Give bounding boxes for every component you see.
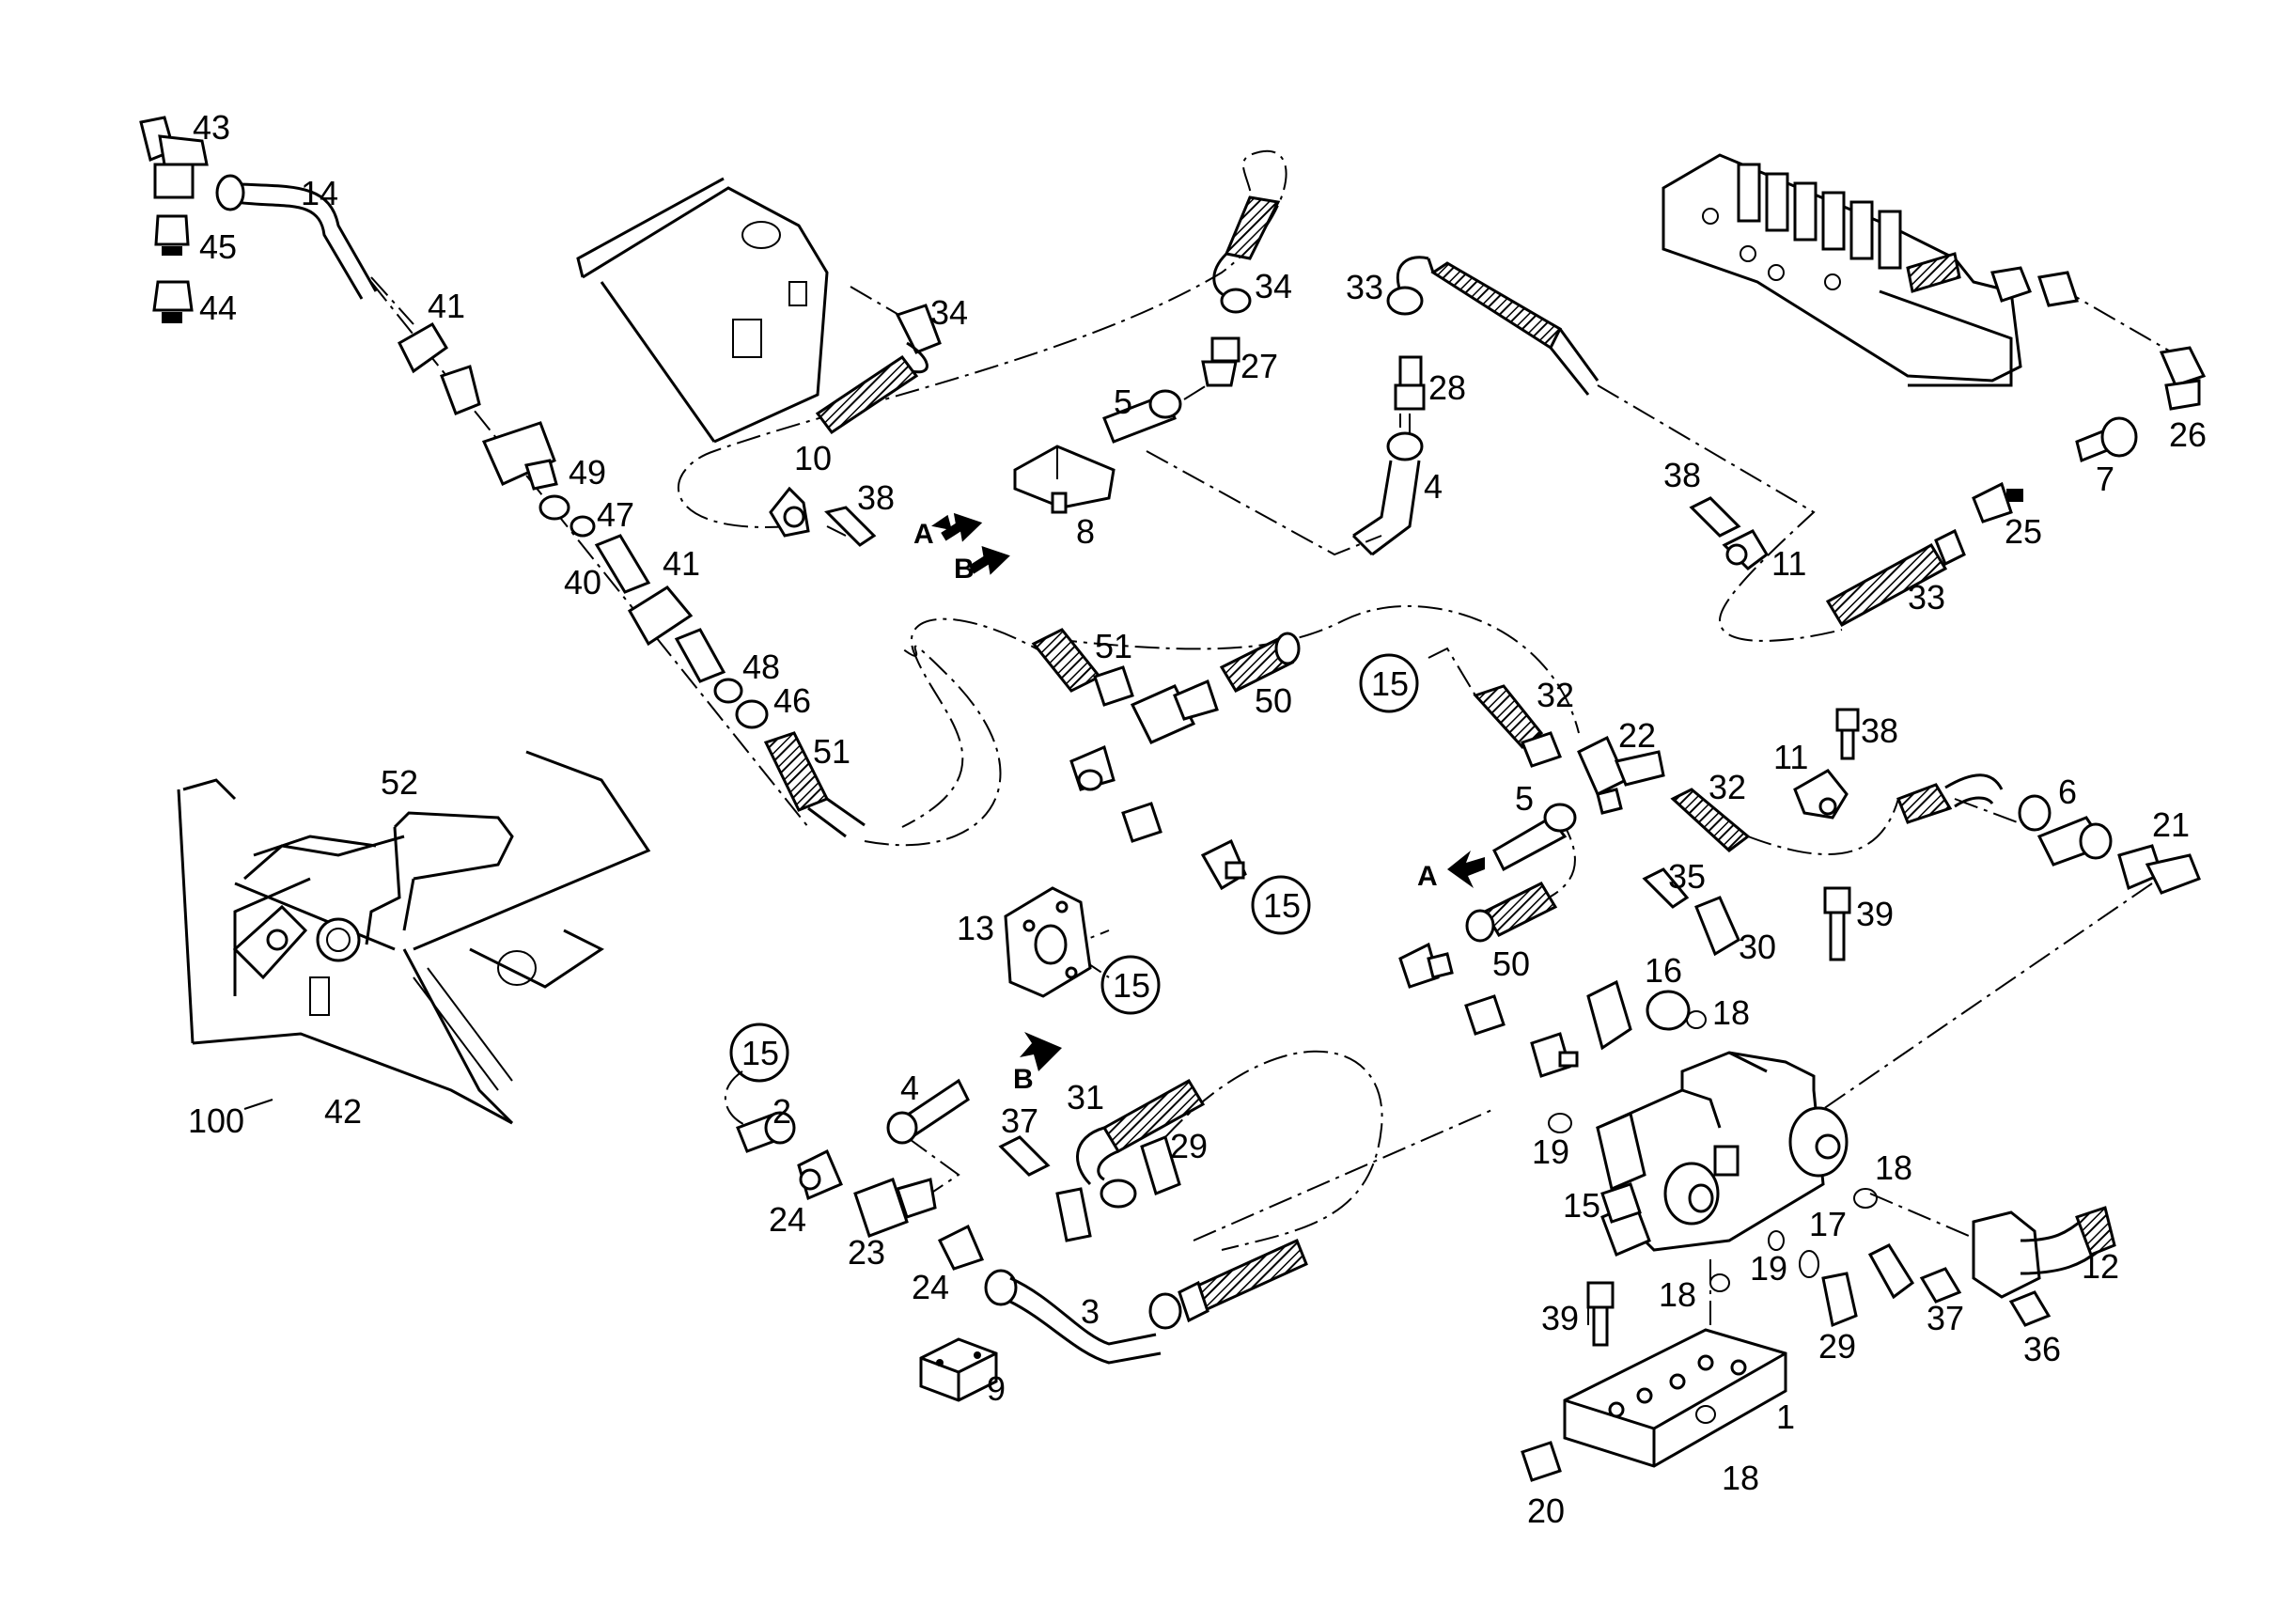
label-31: 31 xyxy=(1067,1078,1104,1116)
label-37-right: 37 xyxy=(1927,1299,1964,1337)
flow-arrows-upper xyxy=(931,510,1010,575)
label-7: 7 xyxy=(2096,460,2114,498)
bottom-fittings xyxy=(736,1032,1308,1402)
label-40: 40 xyxy=(564,563,601,601)
label-52: 52 xyxy=(381,763,418,802)
label-38-left: 38 xyxy=(857,478,895,517)
label-48: 48 xyxy=(742,648,780,686)
label-18-d: 18 xyxy=(1722,1459,1759,1497)
callout-15-b: 15 xyxy=(1263,886,1301,925)
label-29-left: 29 xyxy=(1170,1127,1208,1165)
label-41-lower: 41 xyxy=(663,544,700,583)
label-51-left: 51 xyxy=(813,732,850,771)
label-39-bottom: 39 xyxy=(1541,1299,1579,1337)
label-38-right: 38 xyxy=(1663,456,1701,494)
label-11-top: 11 xyxy=(1771,544,1806,583)
label-34-right: 34 xyxy=(1255,267,1292,305)
label-34-left: 34 xyxy=(930,293,968,332)
label-24-right: 24 xyxy=(912,1268,949,1306)
label-22: 22 xyxy=(1618,716,1656,755)
label-49: 49 xyxy=(569,453,606,492)
label-16: 16 xyxy=(1645,951,1682,990)
label-4-top: 4 xyxy=(1424,467,1443,506)
callout-15-d: 15 xyxy=(741,1034,779,1072)
label-15-valve: 15 xyxy=(1563,1186,1600,1225)
label-3: 3 xyxy=(1081,1292,1100,1331)
label-46: 46 xyxy=(773,681,811,720)
label-47: 47 xyxy=(597,495,634,534)
flow-marker-a-upper: A xyxy=(913,519,934,550)
top-center-tube xyxy=(1351,256,1599,556)
label-18-a: 18 xyxy=(1712,993,1750,1032)
callout-15-c: 15 xyxy=(1113,966,1150,1005)
label-41-top: 41 xyxy=(428,287,465,325)
center-fittings xyxy=(1004,628,1301,998)
label-36: 36 xyxy=(2023,1330,2061,1368)
flow-marker-b-lower: B xyxy=(1013,1064,1034,1095)
part-labels: 43 14 45 44 41 49 47 40 41 48 46 51 52 1… xyxy=(188,108,2207,1530)
label-33-top: 33 xyxy=(1346,268,1383,306)
label-13: 13 xyxy=(957,909,994,947)
label-50-top: 50 xyxy=(1255,681,1292,720)
label-43: 43 xyxy=(193,108,230,147)
label-29-right: 29 xyxy=(1818,1327,1856,1366)
top-left-fittings xyxy=(139,116,866,838)
flow-marker-b-upper: B xyxy=(954,554,975,585)
label-27: 27 xyxy=(1240,347,1278,385)
label-50-mid: 50 xyxy=(1492,945,1530,983)
label-38-mid: 38 xyxy=(1861,711,1898,750)
label-33-right: 33 xyxy=(1908,578,1945,617)
label-8: 8 xyxy=(1076,512,1095,551)
label-39-top: 39 xyxy=(1856,895,1894,933)
label-30: 30 xyxy=(1739,928,1776,966)
label-45: 45 xyxy=(199,227,237,266)
engine-inset xyxy=(177,750,651,1125)
valve-assembly xyxy=(1398,684,2201,1482)
top-center-bracket xyxy=(576,177,1281,547)
label-10: 10 xyxy=(794,439,832,477)
label-11-mid: 11 xyxy=(1773,738,1808,776)
callout-circles xyxy=(729,653,1419,1083)
label-19-right: 19 xyxy=(1750,1249,1787,1288)
label-4-bottom: 4 xyxy=(900,1069,919,1107)
label-18-c: 18 xyxy=(1659,1275,1696,1314)
callout-15-a: 15 xyxy=(1371,664,1409,703)
pump-barrels xyxy=(1737,163,1902,270)
label-21: 21 xyxy=(2152,805,2190,844)
label-19-left: 19 xyxy=(1532,1132,1569,1171)
label-6: 6 xyxy=(2058,773,2077,811)
flow-marker-a-mid: A xyxy=(1417,861,1438,892)
label-20: 20 xyxy=(1527,1491,1565,1530)
label-1: 1 xyxy=(1776,1398,1795,1436)
label-32-right: 32 xyxy=(1708,768,1746,806)
label-18-b: 18 xyxy=(1875,1148,1912,1187)
label-24-left: 24 xyxy=(769,1200,806,1239)
label-23: 23 xyxy=(848,1233,885,1272)
label-5-mid: 5 xyxy=(1515,779,1534,818)
label-14: 14 xyxy=(301,174,338,212)
label-25: 25 xyxy=(2005,512,2042,551)
label-35: 35 xyxy=(1668,857,1706,896)
label-44: 44 xyxy=(199,289,237,327)
label-2: 2 xyxy=(772,1092,791,1131)
injection-pump xyxy=(1662,153,2207,628)
label-51-center: 51 xyxy=(1095,627,1132,665)
label-17: 17 xyxy=(1809,1205,1847,1243)
label-37-left: 37 xyxy=(1001,1101,1038,1140)
label-42: 42 xyxy=(324,1092,362,1131)
label-32-left: 32 xyxy=(1537,676,1574,714)
label-12: 12 xyxy=(2082,1247,2119,1286)
label-28: 28 xyxy=(1428,368,1466,407)
label-9: 9 xyxy=(987,1369,1006,1408)
label-100: 100 xyxy=(188,1101,244,1140)
label-5-top: 5 xyxy=(1114,383,1132,421)
label-26: 26 xyxy=(2169,415,2207,454)
